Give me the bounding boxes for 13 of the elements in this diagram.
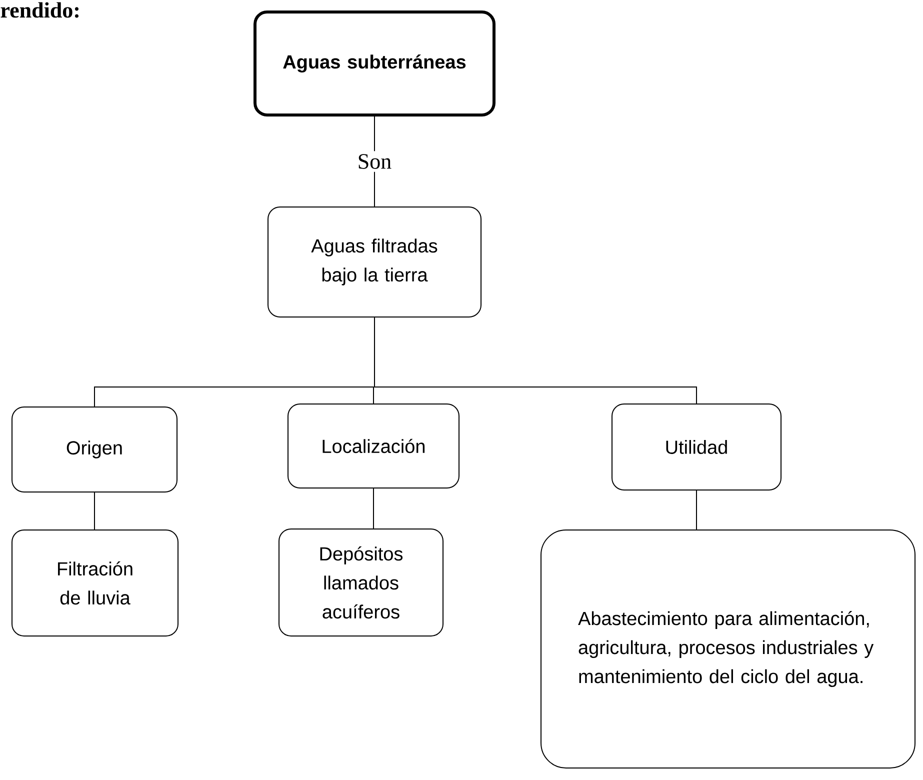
concept-box: Localización	[288, 404, 460, 488]
concept-box: Depósitos llamados acuíferos	[278, 528, 444, 636]
connector-line	[696, 490, 697, 530]
concept-box: Abastecimiento para alimentación, agricultura, procesos industriales y mantenimiento del ciclo del agua.	[540, 530, 916, 768]
heading-text: rendido:	[0, 2, 79, 18]
concept-box: Origen	[12, 406, 178, 492]
concept-box: Filtración de lluvia	[12, 530, 178, 636]
concept-box: Aguas subterráneas	[254, 10, 496, 116]
connector-line	[373, 488, 374, 529]
concept-box: Utilidad	[612, 404, 782, 490]
connector-line	[94, 492, 95, 530]
edge-label: Son	[354, 151, 395, 172]
concept-box: Aguas filtradas bajo la tierra	[268, 206, 482, 318]
